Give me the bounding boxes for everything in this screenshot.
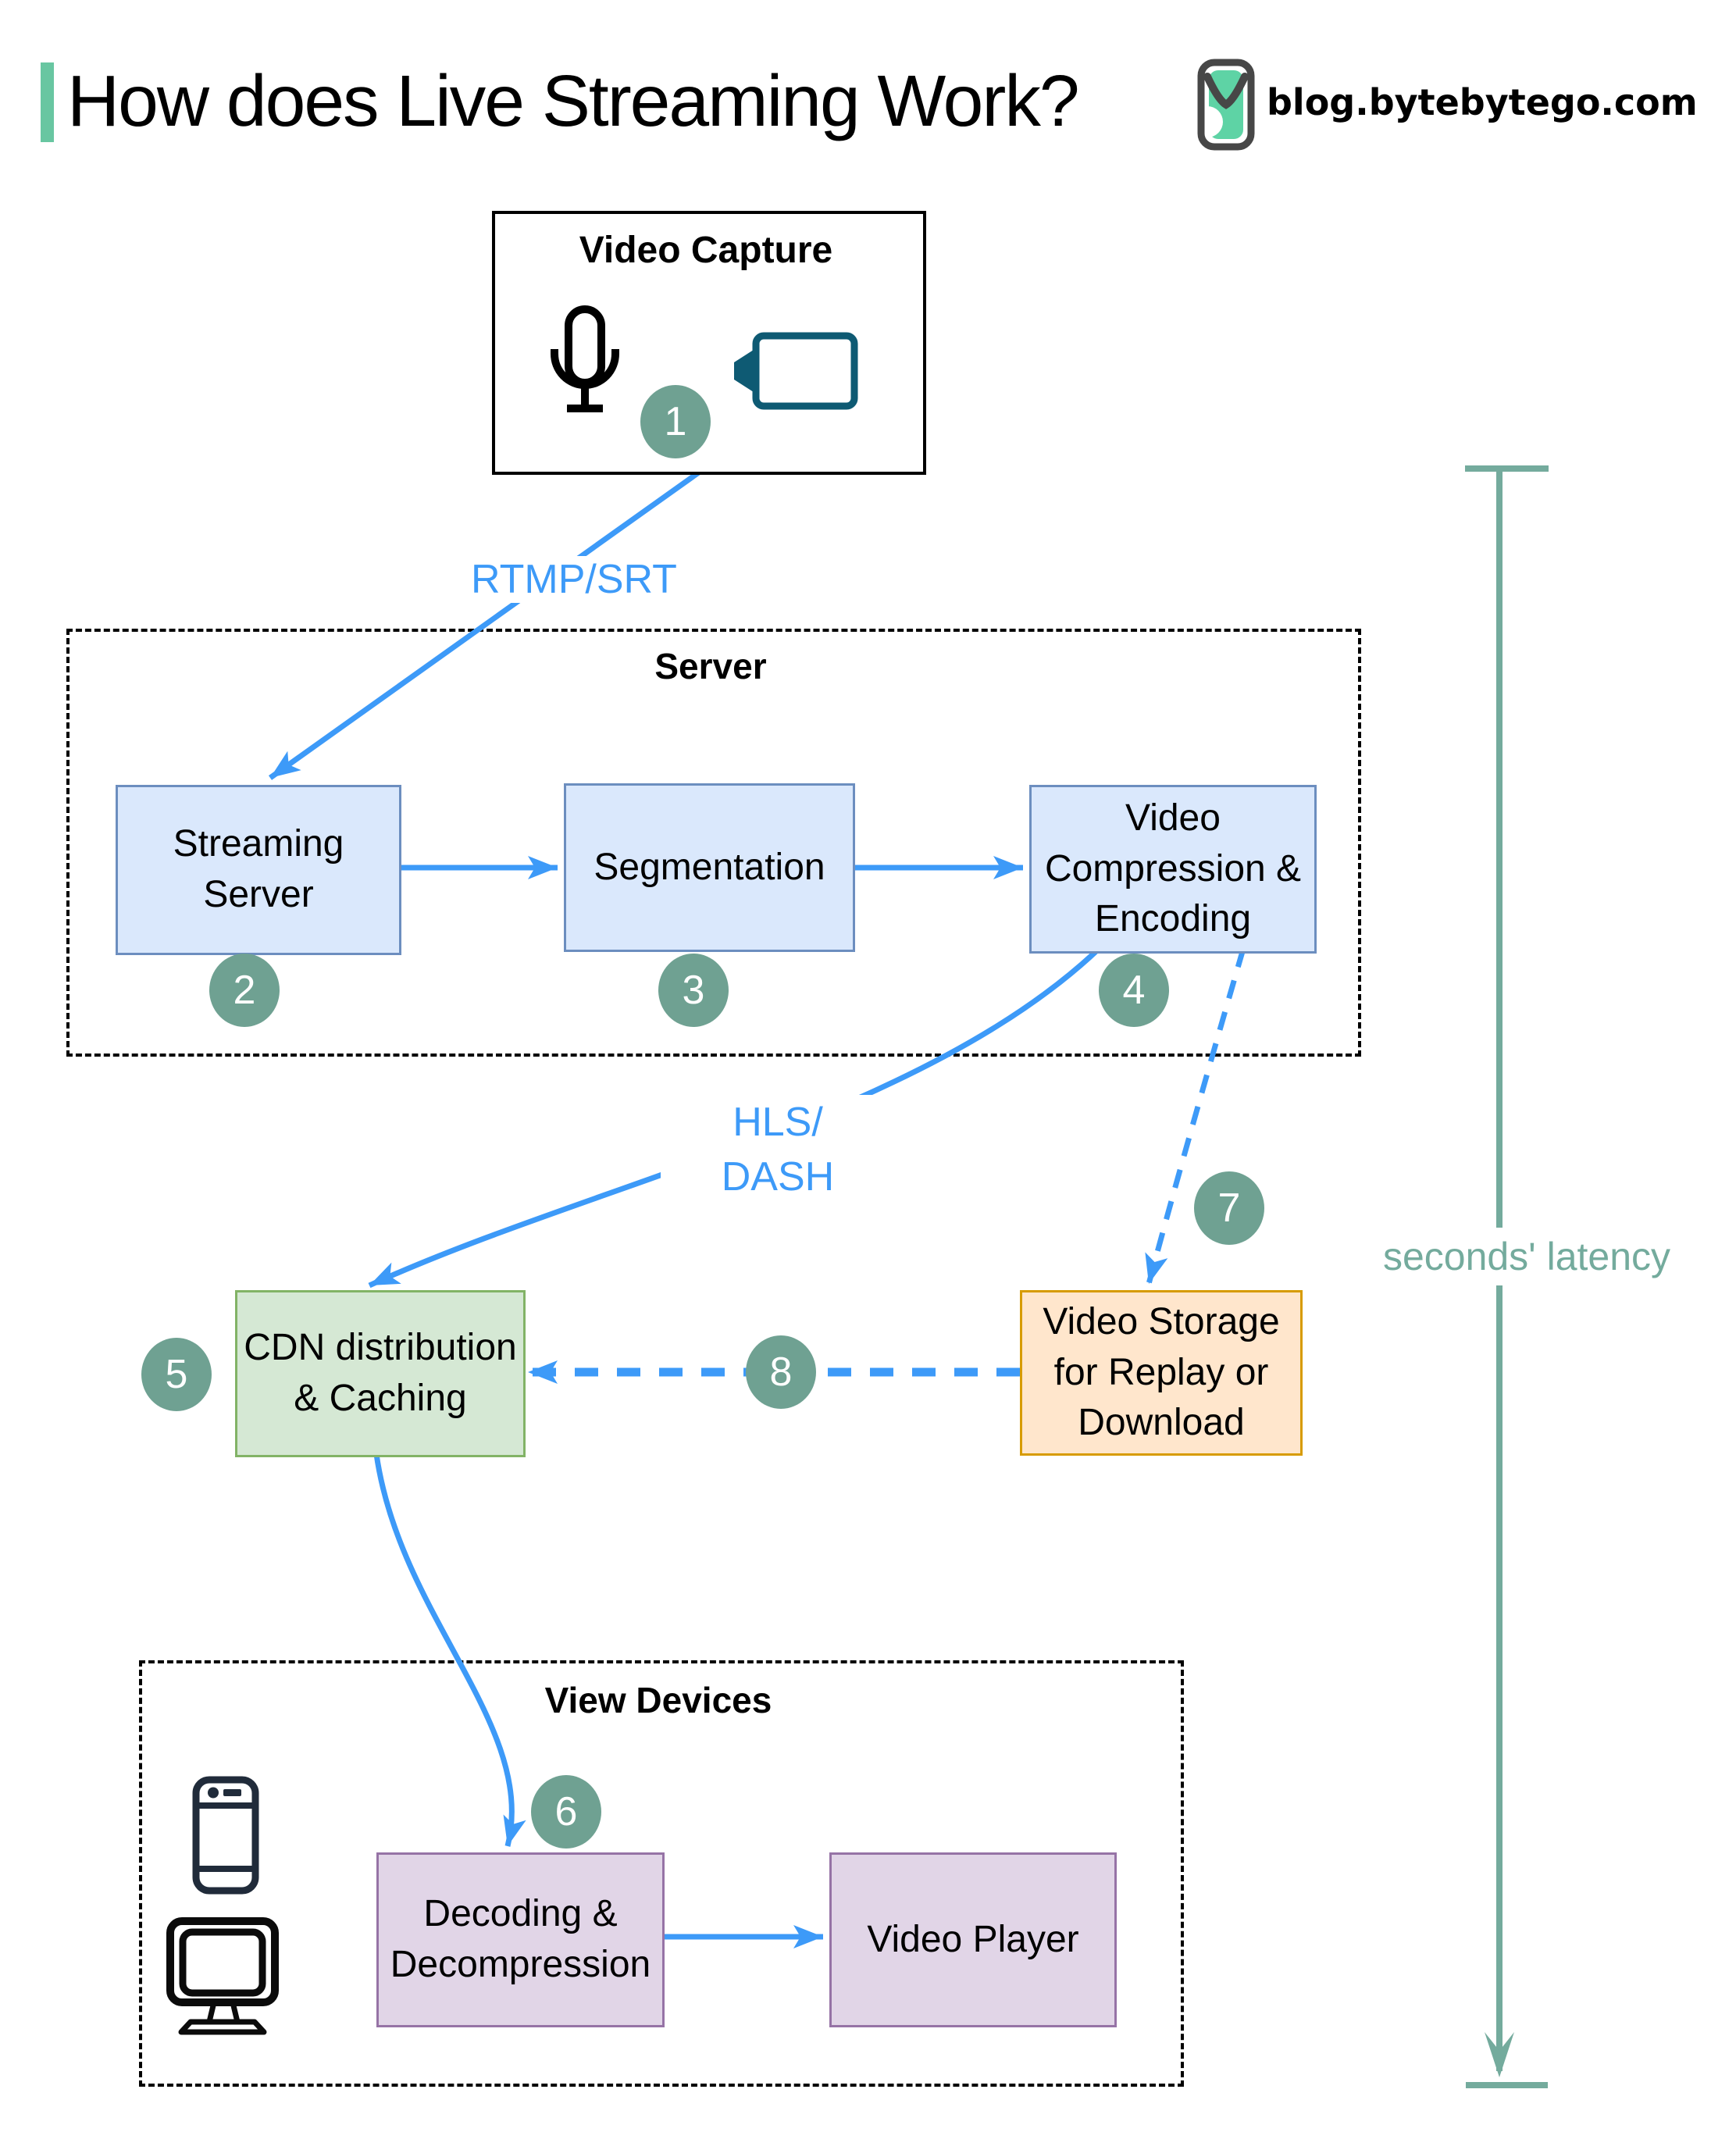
video-player-label: Video Player: [867, 1918, 1079, 1960]
segmentation-label: Segmentation: [594, 846, 825, 888]
rtmp-protocol-label: RTMP/SRT: [390, 556, 757, 603]
step-badge-6: 6: [531, 1775, 601, 1849]
server-section-title: Server: [654, 646, 767, 686]
bytebytego-logo-icon: [1196, 59, 1255, 151]
step-badge-3: 3: [658, 954, 729, 1027]
video-compression-node: Video Compression & Encoding: [1029, 785, 1317, 954]
segmentation-node: Segmentation: [564, 783, 855, 952]
step-badge-7: 7: [1194, 1171, 1264, 1245]
step-badge-1: 1: [640, 385, 711, 458]
microphone-icon: [551, 305, 619, 412]
step-badge-4: 4: [1099, 954, 1169, 1027]
cdn-node: CDN distribution & Caching: [235, 1290, 526, 1457]
decoding-node: Decoding & Decompression: [376, 1852, 665, 2027]
view-devices-section-title: View Devices: [544, 1680, 772, 1720]
streaming-server-label: Streaming Server: [173, 823, 344, 915]
cdn-label: CDN distribution & Caching: [244, 1327, 517, 1419]
smartphone-icon: [192, 1776, 259, 1895]
monitor-icon: [166, 1917, 279, 2035]
video-storage-label: Video Storage for Replay or Download: [1043, 1300, 1280, 1444]
compression-to-storage-dashed-arrow: [1145, 948, 1246, 1285]
hls-protocol-label: HLS/ DASH: [661, 1095, 895, 1205]
view-devices-section-container: [139, 1660, 1184, 2087]
decoding-label: Decoding & Decompression: [390, 1893, 651, 1985]
video-player-node: Video Player: [829, 1852, 1117, 2027]
video-camera-icon: [734, 332, 858, 410]
step-badge-8: 8: [746, 1335, 816, 1409]
video-capture-label: Video Capture: [579, 230, 833, 271]
rtmp-flow-arrow: [268, 468, 704, 780]
server-section-container: [66, 629, 1361, 1057]
step-badge-5: 5: [141, 1338, 212, 1411]
step-badge-2: 2: [209, 954, 280, 1027]
video-storage-node: Video Storage for Replay or Download: [1020, 1290, 1303, 1456]
page-title: How does Live Streaming Work?: [67, 60, 1080, 141]
streaming-server-node: Streaming Server: [116, 785, 401, 955]
latency-arrowhead: [1485, 2032, 1514, 2077]
site-url-label: blog.bytebytego.com: [1267, 81, 1698, 123]
video-compression-label: Video Compression & Encoding: [1044, 797, 1302, 940]
cdn-to-decoding-arrow: [373, 1453, 526, 1847]
title-accent-bar: [41, 62, 54, 142]
latency-label: seconds' latency: [1363, 1228, 1691, 1285]
